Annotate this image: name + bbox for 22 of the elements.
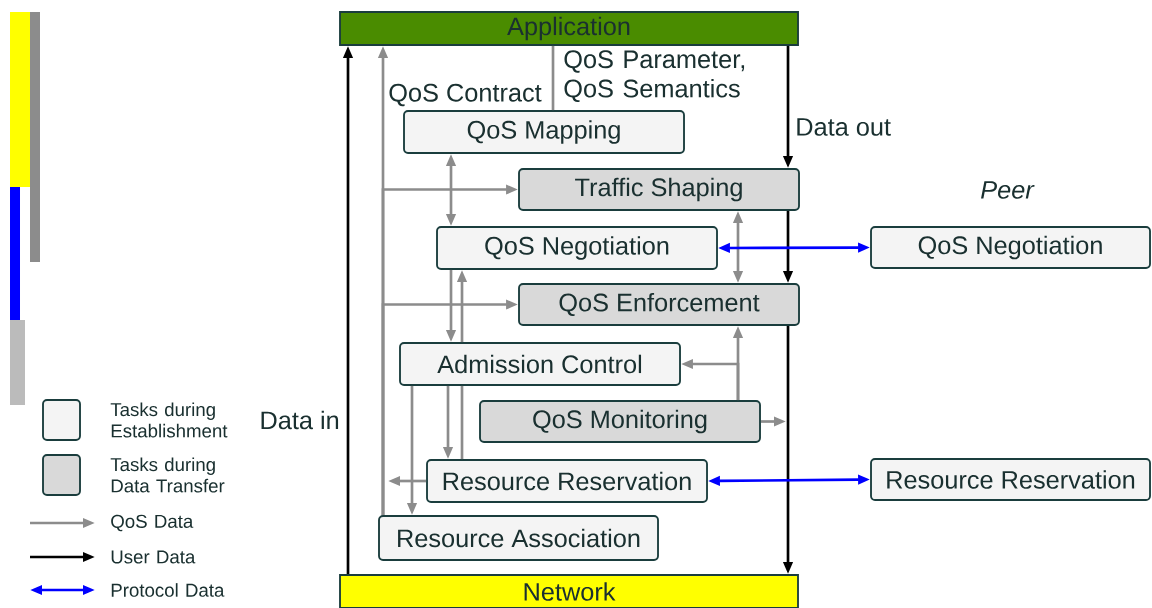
annotation-text: Data in (261, 410, 339, 430)
legend-text: User Data (111, 550, 196, 564)
annotation-text: QoS Contract (389, 83, 542, 107)
task-box: QoS Monitoring (479, 400, 761, 443)
task-box: QoS Enforcement (518, 283, 800, 326)
layer-band: Network (339, 574, 799, 608)
task-box: QoS Mapping (403, 110, 685, 154)
task-box: Admission Control (399, 342, 681, 386)
annotation-text: QoS Parameter, QoS Semantics (564, 50, 745, 103)
legend-text: Tasks during Data Transfer (110, 457, 225, 493)
peer-task-box: Resource Reservation (870, 458, 1151, 501)
task-box: Traffic Shaping (518, 168, 800, 211)
annotation-text: Data out (797, 118, 891, 136)
legend-text: QoS Data (111, 514, 194, 532)
task-box: Resource Reservation (426, 459, 708, 503)
peer-task-box: QoS Negotiation (870, 226, 1151, 269)
layer-band: Application (339, 11, 799, 46)
legend-text: Tasks during Establishment (110, 402, 228, 438)
task-box: Resource Association (378, 515, 659, 561)
peer-heading: Peer (981, 181, 1035, 199)
task-box: QoS Negotiation (436, 226, 718, 270)
legend-text: Protocol Data (111, 583, 225, 597)
